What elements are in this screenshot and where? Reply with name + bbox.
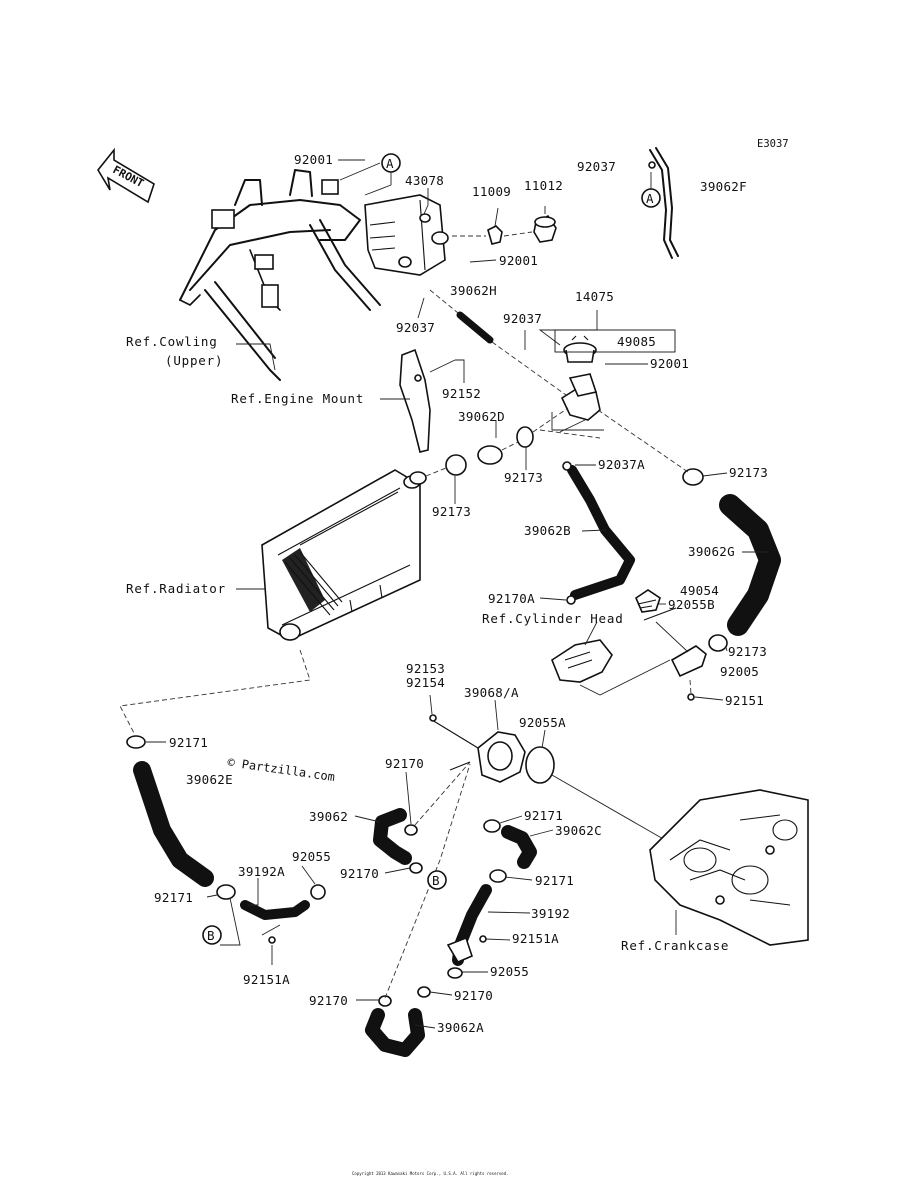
- svg-text:A: A: [386, 156, 394, 171]
- label-49054: 49054: [680, 583, 719, 598]
- label-39062D: 39062D: [458, 409, 505, 424]
- hose-39062C: [483, 819, 537, 883]
- label-92001-top: 92001: [294, 152, 333, 167]
- label-92171-bl: 92171: [154, 890, 193, 905]
- svg-text:A: A: [646, 191, 654, 206]
- label-43078: 43078: [405, 173, 444, 188]
- o-ring-92055A: [525, 746, 555, 784]
- label-11009: 11009: [472, 184, 511, 199]
- pipe-39192: [446, 884, 492, 979]
- tank-cap-gasket: [487, 225, 503, 245]
- filler-neck: [560, 335, 601, 421]
- copyright-footer: Copyright 2013 Kawasaki Motors Corp., U.…: [352, 1171, 509, 1176]
- hose-39062G: [597, 409, 781, 652]
- ref-cowling: Ref.Cowling: [126, 334, 218, 349]
- label-92037A: 92037A: [598, 457, 645, 472]
- label-14075: 14075: [575, 289, 614, 304]
- thermostat: [635, 589, 661, 613]
- radiator: [261, 469, 421, 641]
- hose-39062: [373, 808, 423, 874]
- crankcase: [649, 789, 809, 946]
- label-92037-left: 92037: [396, 320, 435, 335]
- svg-text:B: B: [207, 928, 215, 943]
- label-92173-b: 92173: [432, 504, 471, 519]
- label-92055-right: 92055: [490, 964, 529, 979]
- marker-a-right: A: [641, 188, 661, 208]
- label-39062: 39062: [309, 809, 348, 824]
- reserve-tank: [364, 194, 449, 276]
- cowling-bracket: [179, 169, 381, 381]
- label-92001-mid: 92001: [499, 253, 538, 268]
- label-92170-bl: 92170: [309, 993, 348, 1008]
- label-92173-right: 92173: [729, 465, 768, 480]
- ref-radiator: Ref.Radiator: [126, 581, 226, 596]
- svg-text:B: B: [432, 873, 440, 888]
- label-92170-br: 92170: [454, 988, 493, 1003]
- cylinder-head-fragment: [551, 639, 613, 683]
- label-92152: 92152: [442, 386, 481, 401]
- diagram-code: E3037: [757, 138, 789, 150]
- label-92001-cap: 92001: [650, 356, 689, 371]
- label-39068A: 39068/A: [464, 685, 519, 700]
- label-92151A-left: 92151A: [243, 972, 290, 987]
- label-92005: 92005: [720, 664, 759, 679]
- label-39192: 39192: [531, 906, 570, 921]
- marker-a-top: A: [381, 153, 401, 173]
- label-39062F: 39062F: [700, 179, 747, 194]
- label-39062E: 39062E: [186, 772, 233, 787]
- label-39062C: 39062C: [555, 823, 602, 838]
- tank-cap: [533, 214, 557, 243]
- label-92153: 92153: [406, 661, 445, 676]
- label-92037-mid: 92037: [503, 311, 542, 326]
- label-92154: 92154: [406, 675, 445, 690]
- label-92170A: 92170A: [488, 591, 535, 606]
- pipe-39192A: [240, 884, 326, 944]
- label-92055B: 92055B: [668, 597, 715, 612]
- marker-b-left: B: [202, 925, 222, 945]
- hose-39062A: [365, 986, 431, 1057]
- ref-crankcase: Ref.Crankcase: [621, 938, 729, 953]
- label-92171-left: 92171: [169, 735, 208, 750]
- engine-mount-bracket: [399, 348, 431, 453]
- label-92151A-right: 92151A: [512, 931, 559, 946]
- hose-39062B: [562, 461, 635, 605]
- label-92171-low: 92171: [535, 873, 574, 888]
- hose-39062E: [126, 735, 236, 900]
- label-49085: 49085: [617, 334, 656, 349]
- marker-b-mid: B: [427, 870, 447, 890]
- thermostat-housing: [670, 645, 707, 678]
- label-92173-a: 92173: [504, 470, 543, 485]
- hose-39062F: [648, 147, 679, 259]
- label-92055-left: 92055: [292, 849, 331, 864]
- label-39062B: 39062B: [524, 523, 571, 538]
- label-92151: 92151: [725, 693, 764, 708]
- ref-cylinder-head: Ref.Cylinder Head: [482, 611, 624, 626]
- hose-39062H: [429, 289, 581, 406]
- label-92171-mid: 92171: [524, 808, 563, 823]
- label-11012: 11012: [524, 178, 563, 193]
- label-92037-top: 92037: [577, 159, 616, 174]
- box-49085: 49085: [554, 329, 676, 353]
- watermark: © Partzilla.com: [227, 755, 336, 784]
- label-92170-top: 92170: [385, 756, 424, 771]
- front-arrow-icon: FRONT: [97, 147, 155, 204]
- label-39062G: 39062G: [688, 544, 735, 559]
- label-92170-mid: 92170: [340, 866, 379, 881]
- ref-cowling-upper: (Upper): [165, 353, 223, 368]
- label-92173-low: 92173: [728, 644, 767, 659]
- label-39062H: 39062H: [450, 283, 497, 298]
- water-pump: [429, 714, 526, 783]
- ref-engine-mount: Ref.Engine Mount: [231, 391, 364, 406]
- label-39192A: 39192A: [238, 864, 285, 879]
- hose-39062D: [409, 407, 569, 485]
- label-92055A: 92055A: [519, 715, 566, 730]
- label-39062A: 39062A: [437, 1020, 484, 1035]
